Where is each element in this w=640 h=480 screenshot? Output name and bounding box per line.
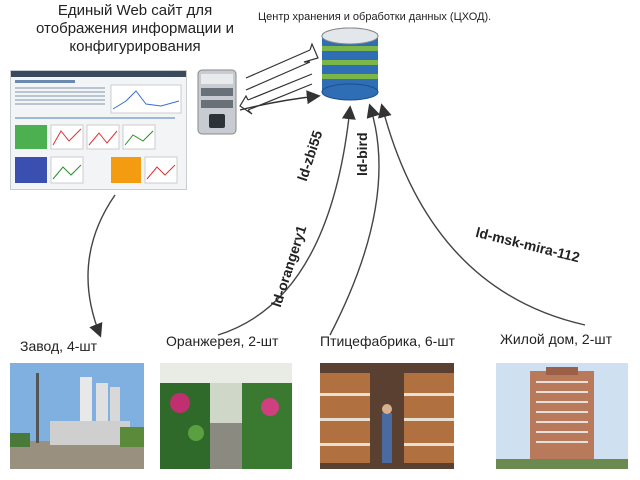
- factory-photo: [10, 363, 144, 469]
- poultry-farm-photo: [320, 363, 454, 469]
- greenhouse-photo: [160, 363, 292, 469]
- residential-building-photo: [496, 363, 628, 469]
- orangery-datacenter-link: [217, 105, 356, 336]
- website-factory-link: [87, 194, 116, 338]
- site-label-factory: Завод, 4-шт: [20, 338, 98, 354]
- residential-datacenter-link: [378, 103, 586, 326]
- dashboard-graphic: [11, 71, 186, 184]
- server-datacenter-link: [239, 90, 321, 111]
- dashboard-screenshot: [10, 70, 187, 190]
- site-label-residential: Жилой дом, 2-шт: [500, 331, 613, 347]
- data-center-title: Центр хранения и обработки данных (ЦХОД)…: [258, 11, 492, 23]
- poultry-datacenter-link: [329, 103, 381, 336]
- site-label-greenhouse: Оранжерея, 2-шт: [166, 333, 279, 349]
- web-site-title: Единый Web сайт для отображения информац…: [36, 2, 234, 55]
- site-label-poultry-farm: Птицефабрика, 6-шт: [320, 333, 455, 349]
- link-label-bird: ld-bird: [354, 132, 370, 176]
